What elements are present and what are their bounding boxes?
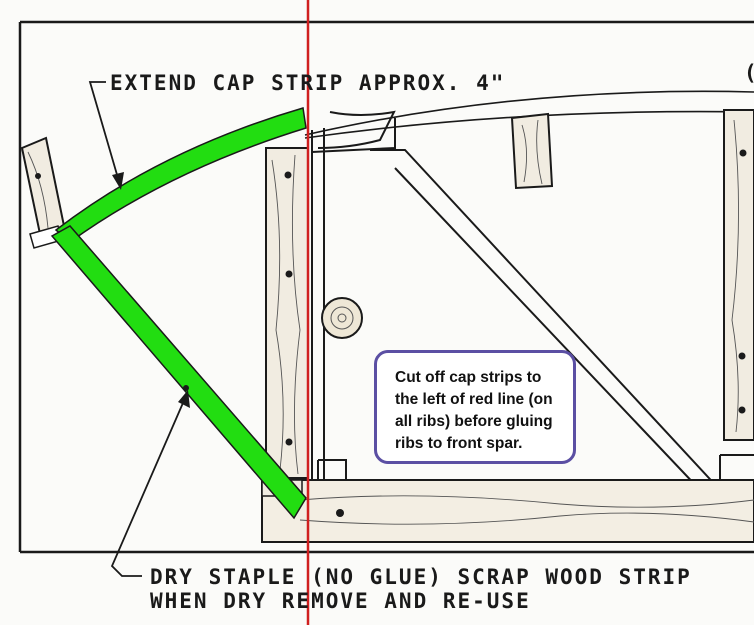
top-annotation-label: EXTEND CAP STRIP APPROX. 4" [110, 71, 505, 95]
callout-text: Cut off cap strips to the left of red li… [395, 369, 553, 452]
bottom-leader-arrow [110, 395, 187, 577]
top-leader-arrow [88, 81, 121, 186]
upper-wood-block [510, 112, 554, 190]
lower-cap-strip [50, 225, 307, 520]
bottom-annotation-line-1: DRY STAPLE (NO GLUE) SCRAP WOOD STRIP [150, 565, 692, 589]
corner-fragment-label: ( [744, 61, 754, 85]
bottom-leader-arrowhead [178, 390, 190, 408]
rear-spar [723, 109, 754, 441]
staple-dot [183, 385, 189, 391]
bottom-spar [261, 479, 754, 543]
callout-box: Cut off cap strips to the left of red li… [374, 350, 576, 464]
front-spar [265, 147, 309, 479]
upper-cap-strip [54, 107, 307, 243]
bottom-annotation-line-2: WHEN DRY REMOVE AND RE-USE [150, 589, 531, 613]
top-leader-arrowhead [112, 172, 124, 190]
dowel [321, 297, 363, 339]
drawing-border [18, 20, 754, 554]
